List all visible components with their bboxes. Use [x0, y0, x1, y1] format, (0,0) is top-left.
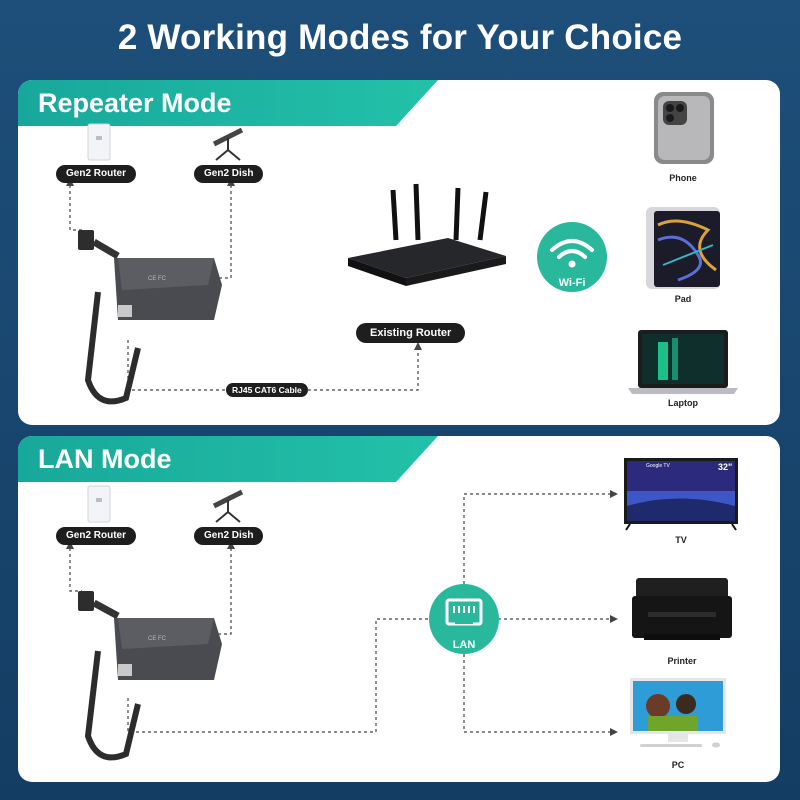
- wifi-label: Wi-Fi: [558, 277, 586, 289]
- adapter-device-image: CE FC: [78, 591, 222, 761]
- gen2-router-image: [87, 123, 111, 161]
- lan-hub-badge: [429, 584, 499, 654]
- tv-label: TV: [675, 535, 687, 545]
- existing-router-label: Existing Router: [356, 323, 466, 343]
- tv-image: [624, 458, 738, 531]
- lan-mode-panel: LAN Mode: [18, 436, 780, 782]
- cable-label: RJ45 CAT6 Cable: [226, 383, 308, 397]
- arrowheads: [66, 490, 618, 736]
- pc-label: PC: [671, 760, 685, 770]
- printer-image: [632, 578, 732, 640]
- page-title: 2 Working Modes for Your Choice: [117, 18, 683, 57]
- gen2-dish-image: [212, 489, 244, 523]
- gen2-dish-label: Gen2 Dish: [194, 527, 264, 545]
- gen2-dish-label: Gen2 Dish: [194, 165, 264, 183]
- adapter-device-image: CE FC: [78, 230, 222, 405]
- repeater-diagram: CE FC: [66, 92, 738, 405]
- printer-label: Printer: [667, 656, 697, 666]
- gen2-router-label: Gen2 Router: [56, 527, 137, 545]
- tv-size-text: 32": [718, 462, 733, 472]
- svg-text:CE FC: CE FC: [148, 276, 167, 282]
- phone-label: Phone: [669, 173, 697, 183]
- svg-text:CE FC: CE FC: [148, 636, 167, 642]
- laptop-image: [628, 330, 738, 394]
- tv-screen-text: Google TV: [646, 463, 670, 469]
- gen2-router-image: [87, 485, 111, 523]
- phone-image: [654, 92, 714, 164]
- lan-mode-title: LAN Mode: [18, 436, 438, 482]
- repeater-mode-panel: Repeater Mode: [18, 80, 780, 425]
- ethernet-port-icon: [445, 598, 483, 626]
- lan-connectors: [69, 493, 610, 733]
- wifi-badge: [537, 222, 607, 292]
- pad-image: [646, 207, 720, 289]
- pad-label: Pad: [674, 294, 692, 304]
- gen2-router-label: Gen2 Router: [56, 165, 137, 183]
- pc-image: [630, 678, 726, 748]
- repeater-mode-title: Repeater Mode: [18, 80, 438, 126]
- gen2-dish-image: [212, 127, 244, 161]
- laptop-label: Laptop: [668, 398, 698, 408]
- existing-router-image: [348, 183, 506, 286]
- wifi-icon: [550, 239, 594, 259]
- lan-diagram: CE FC: [66, 458, 738, 761]
- lan-hub-label: LAN: [452, 639, 476, 651]
